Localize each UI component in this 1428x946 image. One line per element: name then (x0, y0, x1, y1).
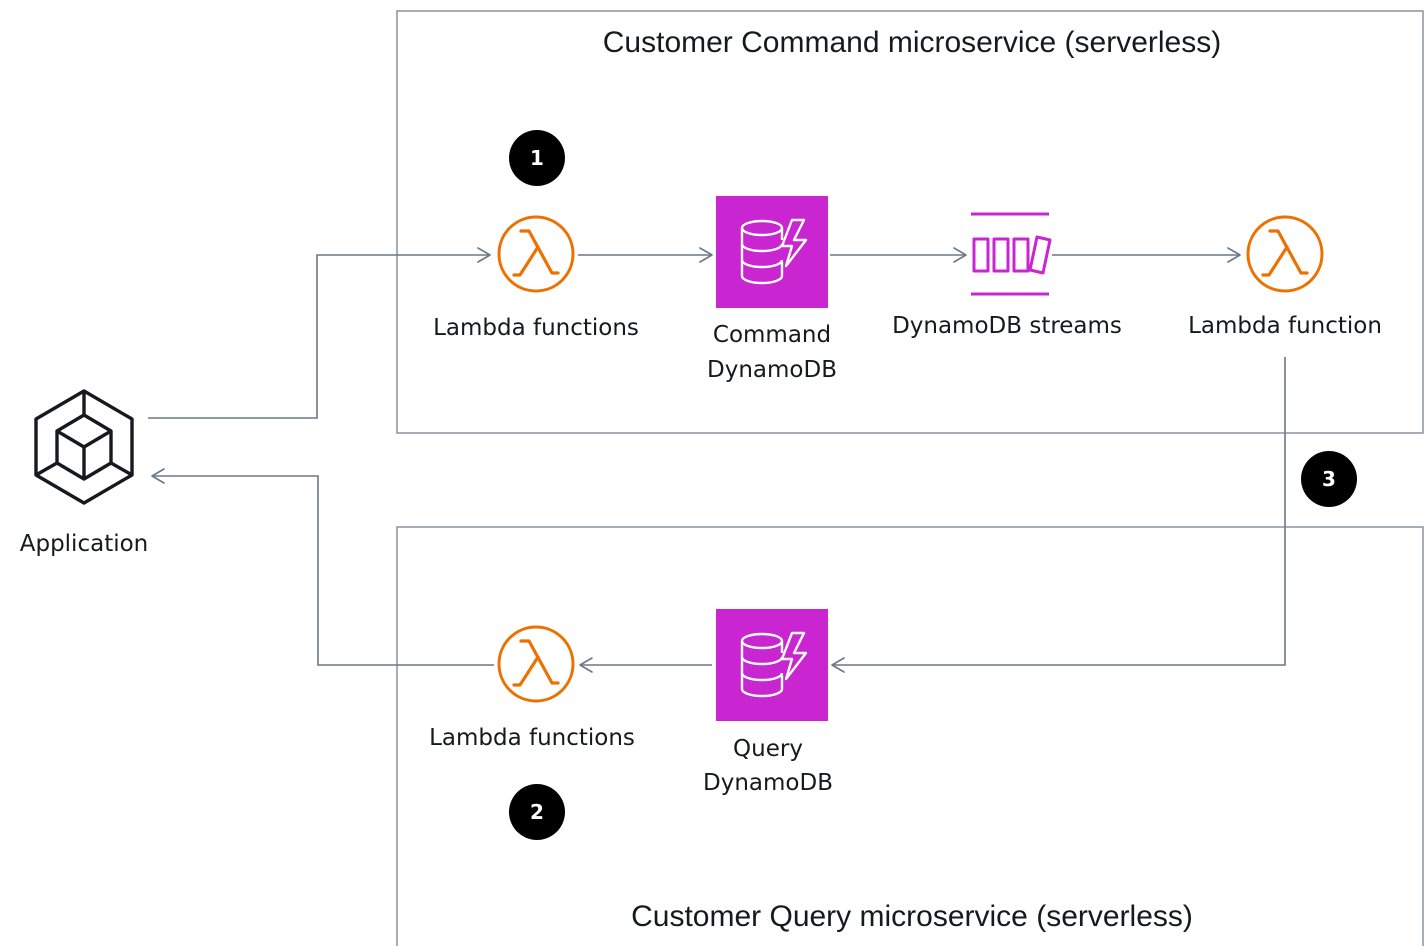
query-dynamodb-label-line2: DynamoDB (703, 770, 833, 796)
dynamodb-streams-node: DynamoDB streams (892, 212, 1122, 339)
arrowhead (579, 657, 593, 673)
step-badge-1: 1 (509, 130, 565, 186)
command-box-title: Customer Command microservice (serverles… (603, 26, 1221, 59)
arrowhead (831, 657, 845, 673)
command-dynamodb-label-line1: Command (713, 322, 831, 348)
application-label: Application (20, 531, 149, 557)
step-badge-3: 3 (1301, 451, 1357, 507)
step-badge-3-number: 3 (1322, 467, 1336, 491)
query-dynamodb-node: Query DynamoDB (703, 607, 833, 796)
lambda-icon (1246, 215, 1324, 293)
arrowhead (151, 468, 165, 484)
query-lambda-functions-node: Lambda functions (429, 625, 635, 751)
connector-query-lambda-to-app (152, 475, 494, 666)
arrowhead (1227, 247, 1241, 263)
arrowhead (953, 247, 967, 263)
connectors (148, 247, 1286, 673)
dynamodb-icon (714, 194, 830, 310)
command-dynamodb-label-line2: DynamoDB (707, 357, 837, 383)
arrowhead (699, 247, 713, 263)
dynamodb-streams-icon (971, 212, 1052, 296)
dynamodb-streams-label: DynamoDB streams (892, 313, 1122, 339)
step-badge-2-number: 2 (530, 800, 544, 824)
command-dynamodb-node: Command DynamoDB (707, 194, 837, 383)
lambda-function-label: Lambda function (1188, 313, 1382, 339)
application-cube-icon (34, 389, 134, 505)
step-badge-2: 2 (509, 784, 565, 840)
arrowhead (477, 247, 491, 263)
dynamodb-icon (714, 607, 830, 723)
query-microservice-box (396, 526, 1424, 946)
lambda-icon (497, 215, 575, 293)
query-dynamodb-label-line1: Query (733, 736, 803, 762)
step-badge-1-number: 1 (530, 146, 544, 170)
application-node: Application (20, 389, 149, 557)
command-microservice-box (396, 10, 1424, 434)
command-lambda-functions-label: Lambda functions (433, 315, 639, 341)
command-lambda-functions-node: Lambda functions (433, 215, 639, 341)
query-lambda-functions-label: Lambda functions (429, 725, 635, 751)
query-box-title: Customer Query microservice (serverless) (631, 900, 1193, 933)
command-lambda-function-node: Lambda function (1188, 215, 1382, 339)
lambda-icon (497, 625, 575, 703)
connector-lambda-function-to-query-dynamodb (832, 357, 1286, 666)
connector-app-to-command-lambda (148, 254, 490, 419)
